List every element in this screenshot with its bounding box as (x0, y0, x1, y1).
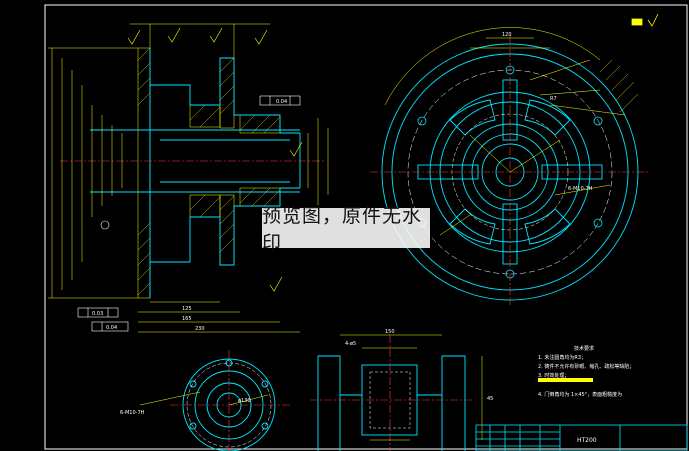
dim-150: 150 (385, 329, 395, 335)
tolerance-2: 0.03 (92, 311, 103, 317)
side-view (310, 334, 483, 451)
drawing-frame (44, 4, 688, 450)
section-view (48, 23, 329, 333)
tech-req-title: 技术要求 (574, 345, 594, 352)
note-highlight (538, 378, 593, 382)
dim-130: ø130 (238, 398, 251, 404)
tech-req-item-2: 2. 铸件不允许有砂眼、缩孔、疏松等缺陷； (538, 363, 634, 370)
dim-holes: 4-ø5 (345, 341, 356, 347)
dim-165: 165 (182, 316, 192, 322)
tolerance-1: 0.04 (276, 99, 287, 105)
dim-230: 230 (195, 326, 205, 332)
plan-view (370, 27, 650, 305)
title-block (475, 424, 688, 451)
tech-req-item-3: 3. 时效处理； (538, 372, 569, 379)
callout-thread-main: 6-M10-7H (568, 186, 593, 192)
tolerance-3: 0.04 (106, 325, 117, 331)
bottom-view (139, 350, 290, 451)
callout-thread-bottom: 6-M10-7H (120, 410, 145, 416)
dim-45: 45 (487, 396, 493, 402)
callout-radius: R7 (550, 96, 557, 102)
material-label: HT200 (577, 437, 597, 444)
watermark: 预览图，原件无水印 (262, 205, 430, 254)
tech-req-item-1: 1. 未注圆角均为R3； (538, 354, 586, 361)
dim-125: 125 (182, 306, 192, 312)
dim-120: 120 (502, 32, 512, 38)
tech-requirements: 技术要求 1. 未注圆角均为R3； 2. 铸件不允许有砂眼、缩孔、疏松等缺陷； … (538, 345, 634, 398)
dimension-labels: 125 165 230 150 120 ø130 4-ø5 45 0.04 0.… (92, 32, 593, 416)
tech-req-item-4: 4. 门倒角均为 1×45°，表面粗糙度为 (538, 391, 622, 398)
watermark-text: 预览图，原件无水印 (262, 205, 423, 254)
roughness-icon (631, 13, 659, 27)
